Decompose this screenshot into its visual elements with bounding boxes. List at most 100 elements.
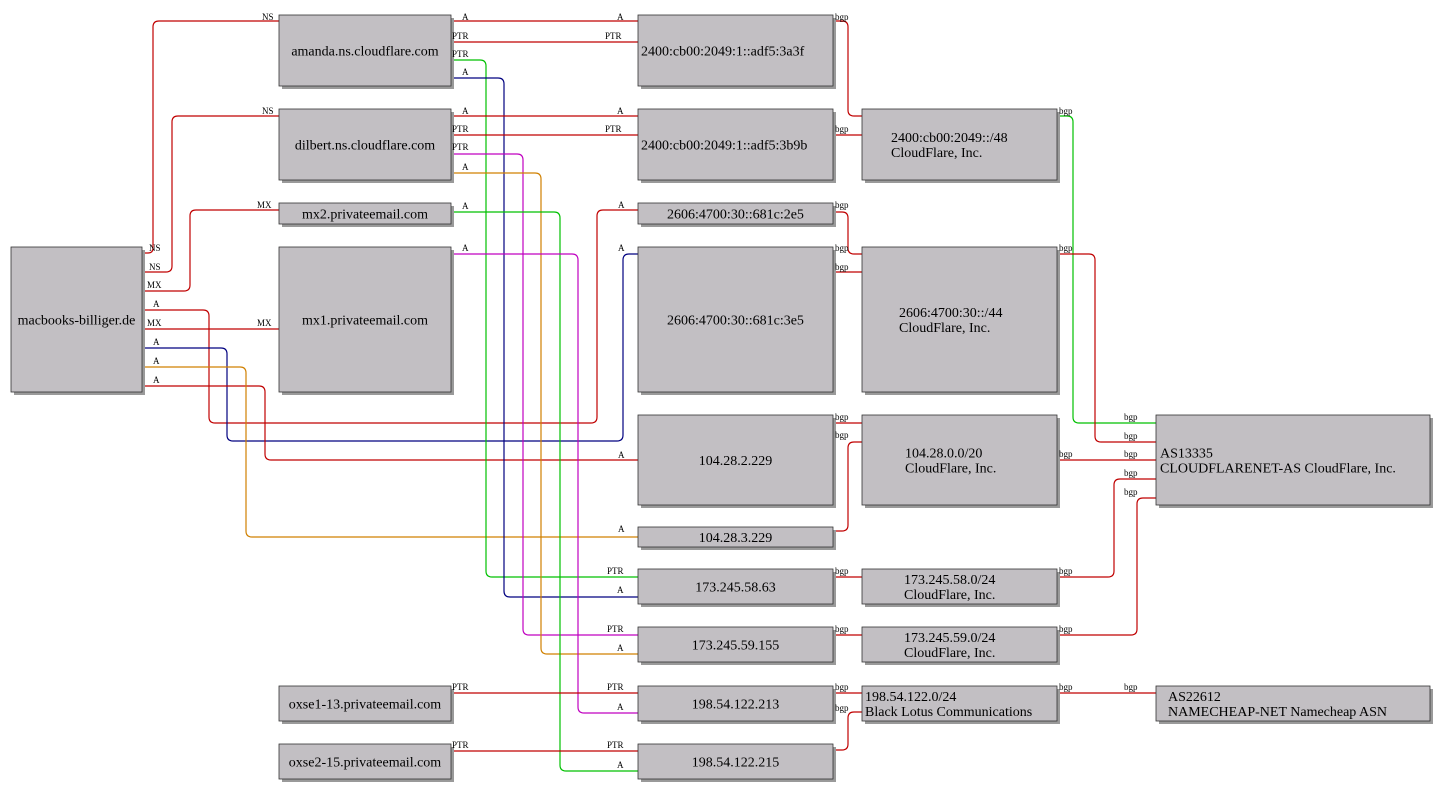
node-label: AS22612 <box>1168 690 1221 705</box>
node-ip-104-3[interactable]: 104.28.3.229 <box>637 526 836 550</box>
edge-label-bgp: bgp <box>835 243 849 253</box>
edge-pfx-2606-to-as13335-bgp <box>1057 253 1156 443</box>
node-box <box>1155 685 1431 722</box>
edge-label-ptr: PTR <box>452 124 469 134</box>
edge-line <box>833 20 862 117</box>
edge-line <box>143 20 279 254</box>
edge-ns-amanda-to-ip-173-58-a <box>451 77 638 598</box>
edge-domain-to-ip6-3e5-a <box>143 253 638 442</box>
node-label: 2606:4700:30::/44 <box>899 306 1002 321</box>
edge-label-a: A <box>617 12 624 22</box>
edge-mx1-to-ip-198-213-a <box>451 253 638 714</box>
node-domain[interactable]: macbooks-billiger.de <box>10 246 145 395</box>
node-ip6-2e5[interactable]: 2606:4700:30::681c:2e5 <box>637 202 836 227</box>
node-label: amanda.ns.cloudflare.com <box>291 45 438 60</box>
node-ip-173-59[interactable]: 173.245.59.155 <box>637 626 836 665</box>
edge-label-a: A <box>153 299 160 309</box>
node-ip-198-215[interactable]: 198.54.122.215 <box>637 743 836 782</box>
node-box <box>637 414 834 506</box>
edge-label-a: A <box>618 243 625 253</box>
edge-mx2-to-ip-198-215-a <box>451 211 638 772</box>
node-label: 2400:cb00:2049:1::adf5:3a3f <box>641 45 805 60</box>
node-label: 2400:cb00:2049::/48 <box>891 131 1008 146</box>
edge-label-bgp: bgp <box>835 262 849 272</box>
edge-line <box>451 153 638 636</box>
edge-line <box>833 711 862 751</box>
edge-label-a: A <box>617 643 624 653</box>
edge-label-bgp: bgp <box>1059 449 1073 459</box>
node-mx2[interactable]: mx2.privateemail.com <box>278 202 454 227</box>
node-label: mx1.privateemail.com <box>302 314 428 329</box>
edge-domain-to-mx2-mx <box>143 209 279 292</box>
edge-label-bgp: bgp <box>835 412 849 422</box>
edge-domain-to-ns-amanda-ns <box>143 20 279 254</box>
node-ip6-3e5[interactable]: 2606:4700:30::681c:3e5 <box>637 246 836 395</box>
node-label: CloudFlare, Inc. <box>904 646 995 661</box>
node-ip6-3b9b[interactable]: 2400:cb00:2049:1::adf5:3b9b <box>637 108 836 183</box>
edge-label-ptr: PTR <box>452 682 469 692</box>
edge-label-ptr: PTR <box>607 566 624 576</box>
node-label: 198.54.122.215 <box>692 756 780 771</box>
edge-label-ptr: PTR <box>607 740 624 750</box>
edge-ns-dilbert-to-ip-173-59-ptr <box>451 153 638 636</box>
edge-label-bgp: bgp <box>1124 487 1138 497</box>
edge-label-a: A <box>153 375 160 385</box>
node-box <box>278 14 452 87</box>
edge-pfx-2400-to-as13335-bgp <box>1057 115 1156 424</box>
edge-label-bgp: bgp <box>1059 243 1073 253</box>
edge-label-bgp: bgp <box>835 682 849 692</box>
node-mx1[interactable]: mx1.privateemail.com <box>278 246 454 395</box>
node-label: CLOUDFLARENET-AS CloudFlare, Inc. <box>1160 462 1396 477</box>
edge-label-a: A <box>153 337 160 347</box>
node-label: Black Lotus Communications <box>865 705 1032 720</box>
edge-ns-amanda-to-ip-173-58-ptr <box>451 59 638 578</box>
edge-label-ptr: PTR <box>452 31 469 41</box>
edge-line <box>143 115 279 273</box>
node-ip-173-58[interactable]: 173.245.58.63 <box>637 568 836 607</box>
node-ns-dilbert[interactable]: dilbert.ns.cloudflare.com <box>278 108 454 183</box>
node-label: 198.54.122.213 <box>692 698 780 713</box>
node-label: NAMECHEAP-NET Namecheap ASN <box>1168 705 1387 720</box>
node-ip6-3a3f[interactable]: 2400:cb00:2049:1::adf5:3a3f <box>637 14 836 89</box>
edge-label-bgp: bgp <box>835 124 849 134</box>
node-ns-amanda[interactable]: amanda.ns.cloudflare.com <box>278 14 454 89</box>
edge-label-mx: MX <box>257 318 272 328</box>
edge-label-ptr: PTR <box>605 31 622 41</box>
node-box <box>637 108 834 181</box>
edge-label-bgp: bgp <box>1124 468 1138 478</box>
edge-domain-to-ns-dilbert-ns <box>143 115 279 273</box>
node-ip-198-213[interactable]: 198.54.122.213 <box>637 685 836 724</box>
node-box <box>278 202 452 225</box>
edge-label-ptr: PTR <box>605 124 622 134</box>
edge-label-a: A <box>618 200 625 210</box>
node-box <box>861 414 1058 506</box>
node-label: oxse2-15.privateemail.com <box>289 756 442 771</box>
node-box <box>861 685 1058 722</box>
node-label: oxse1-13.privateemail.com <box>289 698 442 713</box>
edge-label-bgp: bgp <box>1124 449 1138 459</box>
edge-label-bgp: bgp <box>1124 412 1138 422</box>
node-label: dilbert.ns.cloudflare.com <box>295 139 435 154</box>
node-oxse1[interactable]: oxse1-13.privateemail.com <box>278 685 454 724</box>
edge-label-a: A <box>153 356 160 366</box>
edge-label-bgp: bgp <box>835 200 849 210</box>
edge-label-a: A <box>462 243 469 253</box>
node-oxse2[interactable]: oxse2-15.privateemail.com <box>278 743 454 782</box>
node-ip-104-2[interactable]: 104.28.2.229 <box>637 414 836 508</box>
node-label: CloudFlare, Inc. <box>905 462 996 477</box>
node-label: CloudFlare, Inc. <box>904 588 995 603</box>
node-box <box>861 108 1058 181</box>
edge-line <box>1057 115 1156 424</box>
node-label: 104.28.2.229 <box>699 454 773 469</box>
node-box <box>637 246 834 393</box>
edge-ip-104-3-to-pfx-104-bgp <box>833 441 862 532</box>
